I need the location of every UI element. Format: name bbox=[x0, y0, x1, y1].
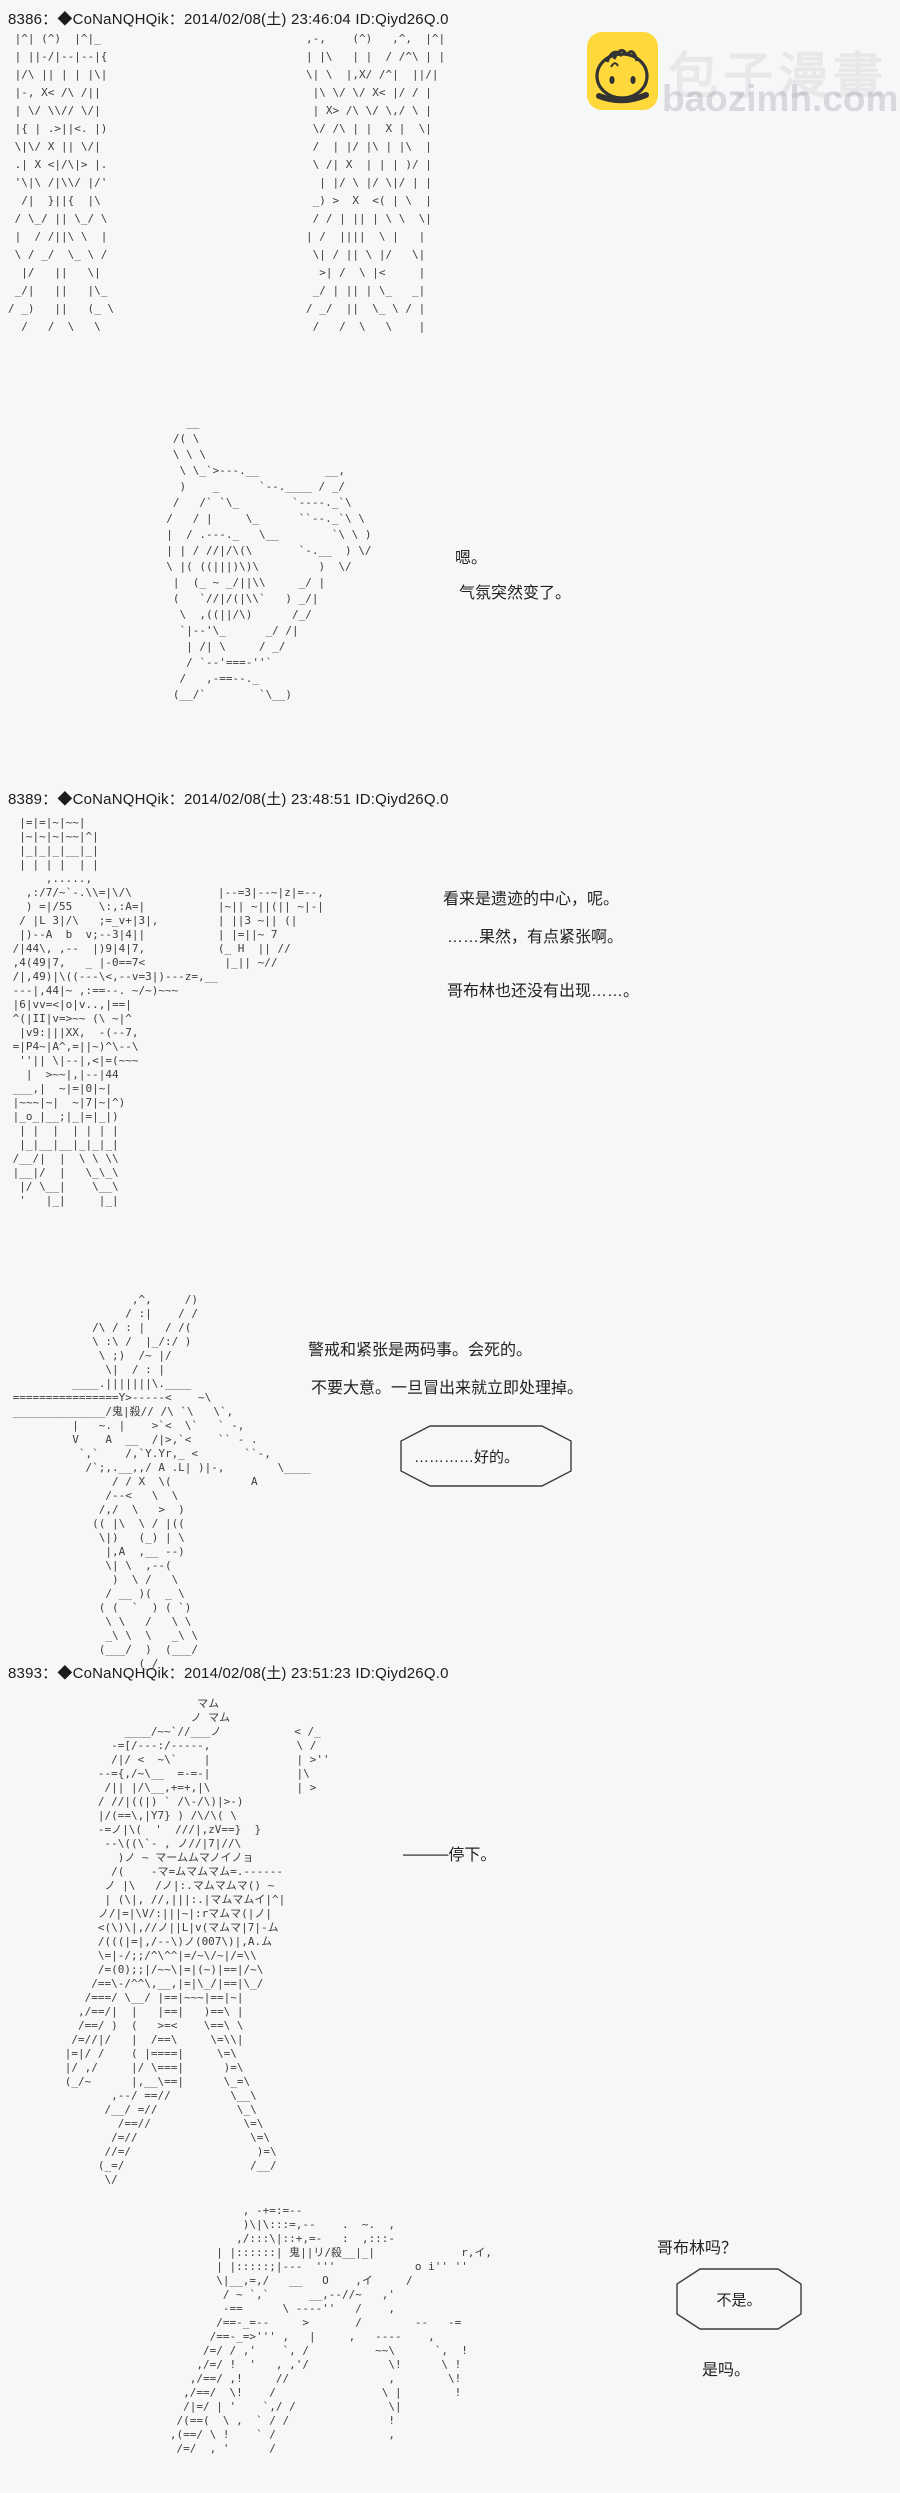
post-header-8389: 8389：◆CoNaNQHQik：2014/02/08(土) 23:48:51 … bbox=[8, 791, 449, 808]
watermark-title: 包子漫畫 bbox=[668, 48, 888, 104]
ascii-art-ruins-group: |=|=|~|~~| |~|~|~|~~|^| |_|_|_|__|_| | |… bbox=[12, 816, 324, 1207]
dialogue-line: ────停下。 bbox=[403, 1847, 497, 1864]
ascii-art-stop-scene: マム ノ マム ____/~~`//___ノ < /_ -=[/---:/---… bbox=[64, 1697, 330, 2186]
bubble-text: …………好的。 bbox=[414, 1448, 520, 1466]
dialogue-line: 看来是遗迹的中心，呢。 bbox=[443, 891, 620, 908]
speech-bubble-outline bbox=[400, 1425, 572, 1487]
baozi-logo-icon bbox=[587, 32, 658, 110]
dialogue-line: 哥布林吗？ bbox=[657, 2240, 738, 2257]
ascii-art-goblin-check: , -+=:=-- )\|\:::=,-- . ~. , ,/:::\|::+,… bbox=[169, 2204, 493, 2455]
dialogue-line: 气氛突然变了。 bbox=[459, 585, 572, 602]
dialogue-line: 哥布林也还没有出现……。 bbox=[447, 983, 640, 1000]
dialogue-line: 警戒和紧张是两码事。会死的。 bbox=[308, 1342, 533, 1359]
speech-bubble-ok: …………好的。 bbox=[400, 1425, 572, 1487]
post-header-8386: 8386：◆CoNaNQHQik：2014/02/08(土) 23:46:04 … bbox=[8, 11, 449, 28]
ascii-art-sniper: ,^, /) / :| / / /\ / : | / /( \ :\ / |_/… bbox=[12, 1293, 311, 1670]
bubble-text: 不是。 bbox=[716, 2291, 762, 2309]
dialogue-line: 嗯。 bbox=[455, 550, 488, 567]
dialogue-line: 是吗。 bbox=[702, 2362, 751, 2379]
ascii-art-forest: |^| (^) |^|_ ,-, (^) ,^, |^| | ||-/|--|-… bbox=[8, 32, 446, 333]
dialogue-line: ……果然，有点紧张啊。 bbox=[447, 929, 624, 946]
watermark-domain: baozimh.com bbox=[662, 78, 899, 119]
speech-bubble-outline bbox=[676, 2268, 802, 2330]
speech-bubble-no: 不是。 bbox=[676, 2268, 802, 2330]
dialogue-line: 不要大意。一旦冒出来就立即处理掉。 bbox=[311, 1380, 584, 1397]
ascii-art-bird: __ /( \ \ \ \ \ \_`>---.__ __, ) _ `--._… bbox=[166, 416, 372, 701]
post-header-8393: 8393：◆CoNaNQHQik：2014/02/08(土) 23:51:23 … bbox=[8, 1665, 449, 1682]
